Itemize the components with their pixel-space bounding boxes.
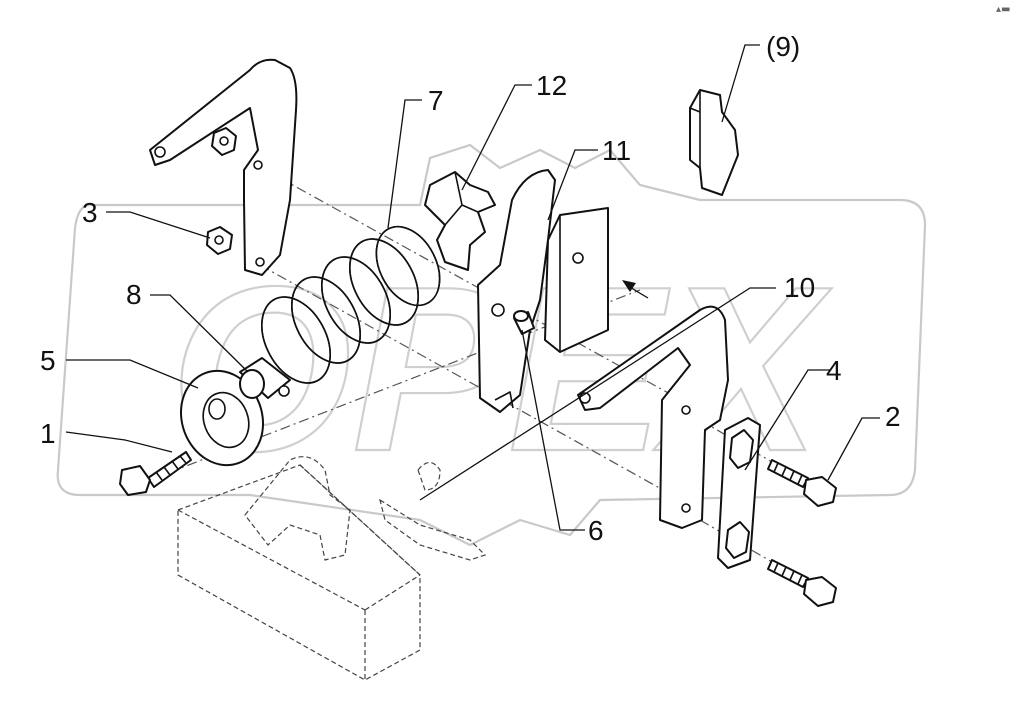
- callout-1: 1: [40, 418, 56, 449]
- callout-5: 5: [40, 345, 56, 376]
- part-7-spring: [261, 225, 441, 384]
- callout-9: (9): [766, 31, 800, 62]
- part-8-guide-sleeve: [239, 357, 291, 399]
- callout-4: 4: [826, 355, 842, 386]
- callout-leaders: [65, 44, 880, 531]
- part-11-slotted-plate: [477, 169, 609, 413]
- part-3-nuts: [206, 127, 237, 255]
- insertion-arrow: [622, 280, 649, 299]
- phantom-bracket: [244, 456, 351, 561]
- corner-mark: ▴▬: [996, 4, 1010, 15]
- part-9-small-bracket: [689, 89, 739, 196]
- watermark-gear-outline: [56, 143, 927, 547]
- phantom-bolt: [379, 498, 487, 561]
- part-10-right-bracket: [577, 305, 729, 529]
- callout-3: 3: [82, 197, 98, 228]
- callout-8: 8: [126, 279, 142, 310]
- part-2-bolts: [767, 459, 837, 607]
- callout-10: 10: [784, 272, 815, 303]
- callout-6: 6: [588, 515, 604, 546]
- part-6-pin: [513, 310, 535, 335]
- callout-11: 11: [602, 135, 631, 166]
- part-4-clamp-plate: [717, 417, 761, 569]
- phantom-clip: [417, 461, 441, 491]
- phantom-frame-beam: [177, 456, 487, 681]
- callout-2: 2: [885, 401, 901, 432]
- part-12-pawl-block: [424, 171, 496, 271]
- part-5-spring-seat: [179, 369, 265, 467]
- lower-axis-line: [259, 264, 691, 506]
- callout-7: 7: [428, 85, 444, 116]
- callout-labels: 1 2 3 4 5 6 7 8 (9) 10 11 12: [40, 31, 901, 546]
- left-bracket-plate: [149, 58, 298, 276]
- callout-12: 12: [536, 70, 567, 101]
- part-1-bolt: [119, 451, 192, 496]
